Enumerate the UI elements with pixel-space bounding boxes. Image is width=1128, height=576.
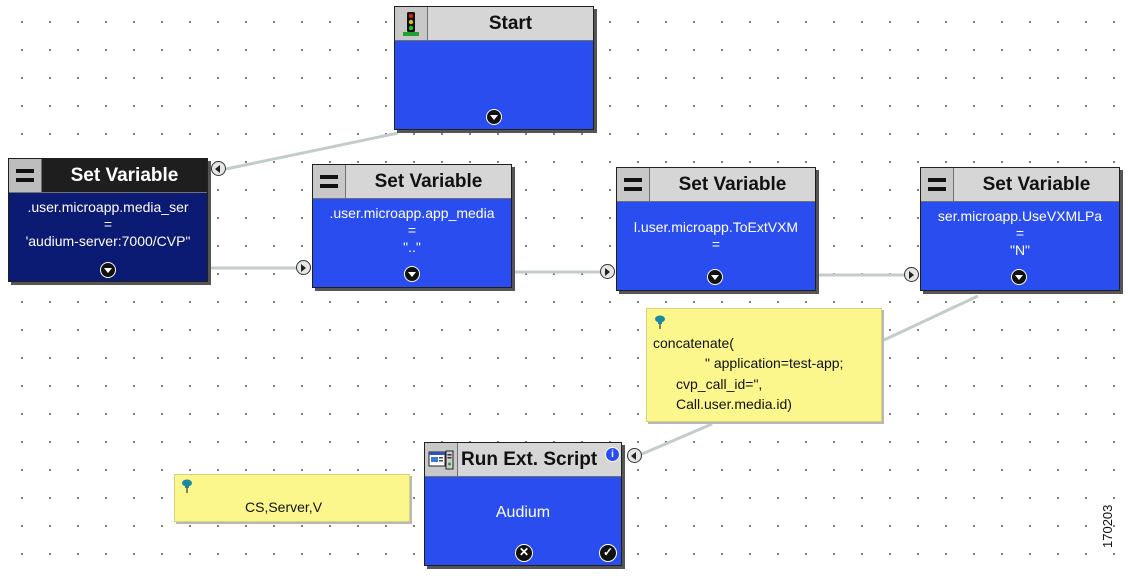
run-ext-script-header: Run Ext. Script [425,443,621,477]
set-variable-3-line-2: = [711,236,721,252]
set-variable-1-line-1: .user.microapp.media_ser [27,199,189,215]
set-variable-3-output-port[interactable] [707,269,723,285]
run-ext-script-title: Run Ext. Script [461,448,598,470]
equals-icon [313,165,346,198]
set-variable-1-input-port[interactable] [211,161,226,176]
set-variable-4-header: Set Variable [921,168,1119,202]
set-variable-3-line-1: l.user.microapp.ToExtVXM [633,219,799,235]
set-variable-node-2[interactable]: Set Variable .user.microapp.app_media = … [312,164,512,288]
set-variable-3-body: l.user.microapp.ToExtVXM = [617,201,815,290]
set-variable-2-output-port[interactable] [404,266,420,282]
connector-set-variable-4-to-note [883,294,979,342]
concatenate-note-line-1: concatenate( [653,335,734,351]
start-node[interactable]: Start [394,6,594,130]
set-variable-2-body: .user.microapp.app_media = ".." [313,198,511,287]
set-variable-2-input-port[interactable] [296,260,311,275]
failure-exit-icon[interactable]: ✕ [515,544,533,562]
set-variable-2-title: Set Variable [374,170,483,192]
success-exit-icon[interactable]: ✓ [599,544,617,562]
pushpin-icon [655,315,665,329]
concatenate-note-line-3: cvp_call_id=", [676,376,763,392]
set-variable-3-title: Set Variable [678,173,787,195]
set-variable-4-input-port[interactable] [904,267,919,282]
set-variable-node-3[interactable]: Set Variable l.user.microapp.ToExtVXM = [616,167,816,291]
concatenate-note[interactable]: concatenate( " application=test-app; cvp… [646,308,882,422]
start-output-port[interactable] [486,109,502,125]
figure-id: 170203 [1100,504,1115,548]
set-variable-1-output-port[interactable] [100,262,116,278]
set-variable-4-line-1: ser.microapp.UseVXMLPa [937,208,1103,224]
info-badge-icon: i [605,447,620,462]
server-note[interactable]: CS,Server,V [174,474,410,522]
equals-icon [9,159,42,192]
run-ext-script-body-text: Audium [495,504,551,521]
set-variable-1-title: Set Variable [70,164,179,186]
script-icon [425,443,458,476]
set-variable-4-title: Set Variable [982,173,1091,195]
run-ext-script-input-port[interactable] [627,448,642,463]
start-node-header: Start [395,7,593,41]
set-variable-1-line-3: 'audium-server:7000/CVP" [25,233,191,249]
equals-icon [617,168,650,201]
traffic-light-icon [395,7,428,40]
set-variable-1-body: .user.microapp.media_ser = 'audium-serve… [9,192,207,281]
equals-icon [921,168,954,201]
set-variable-2-header: Set Variable [313,165,511,199]
run-ext-script-node[interactable]: Run Ext. Script Audium ✕ ✓ i [424,442,622,566]
set-variable-1-header: Set Variable [9,159,207,193]
set-variable-4-body: ser.microapp.UseVXMLPa = "N" [921,201,1119,290]
set-variable-2-line-3: ".." [403,239,421,255]
set-variable-node-4[interactable]: Set Variable ser.microapp.UseVXMLPa = "N… [920,167,1120,291]
connector-note-to-run-ext-script [641,422,713,456]
set-variable-4-line-3: "N" [1009,242,1031,258]
concatenate-note-line-2: " application=test-app; [705,355,844,371]
pushpin-icon [182,479,192,493]
set-variable-2-line-2: = [407,222,417,238]
run-ext-script-body: Audium [425,476,621,565]
concatenate-note-line-4: Call.user.media.id) [676,396,792,412]
set-variable-node-1[interactable]: Set Variable .user.microapp.media_ser = … [8,158,208,282]
set-variable-2-line-1: .user.microapp.app_media [329,205,495,221]
server-note-text: CS,Server,V [245,499,323,515]
set-variable-4-output-port[interactable] [1011,269,1027,285]
set-variable-3-input-port[interactable] [600,264,615,279]
start-node-title: Start [488,12,533,34]
set-variable-3-header: Set Variable [617,168,815,202]
set-variable-4-line-2: = [1015,225,1025,241]
set-variable-1-line-2: = [103,216,113,232]
